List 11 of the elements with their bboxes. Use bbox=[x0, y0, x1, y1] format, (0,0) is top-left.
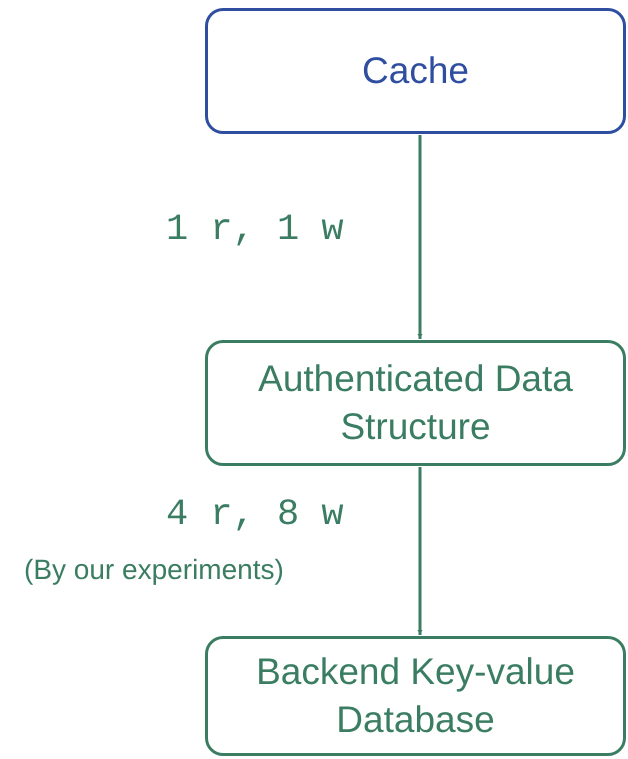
arrow bbox=[418, 135, 422, 339]
process-box bbox=[205, 636, 626, 756]
arrow bbox=[418, 467, 422, 635]
process-box bbox=[205, 8, 626, 134]
edge-label: 1 r, 1 w bbox=[166, 212, 344, 249]
note-text: (By our experiments) bbox=[24, 556, 284, 584]
box-label: Authenticated Data Structure bbox=[257, 356, 574, 449]
process-box bbox=[205, 340, 626, 466]
box-label: Cache bbox=[362, 48, 469, 93]
edge-label: 4 r, 8 w bbox=[166, 497, 344, 534]
box-label: Backend Key-value Database bbox=[255, 650, 576, 742]
